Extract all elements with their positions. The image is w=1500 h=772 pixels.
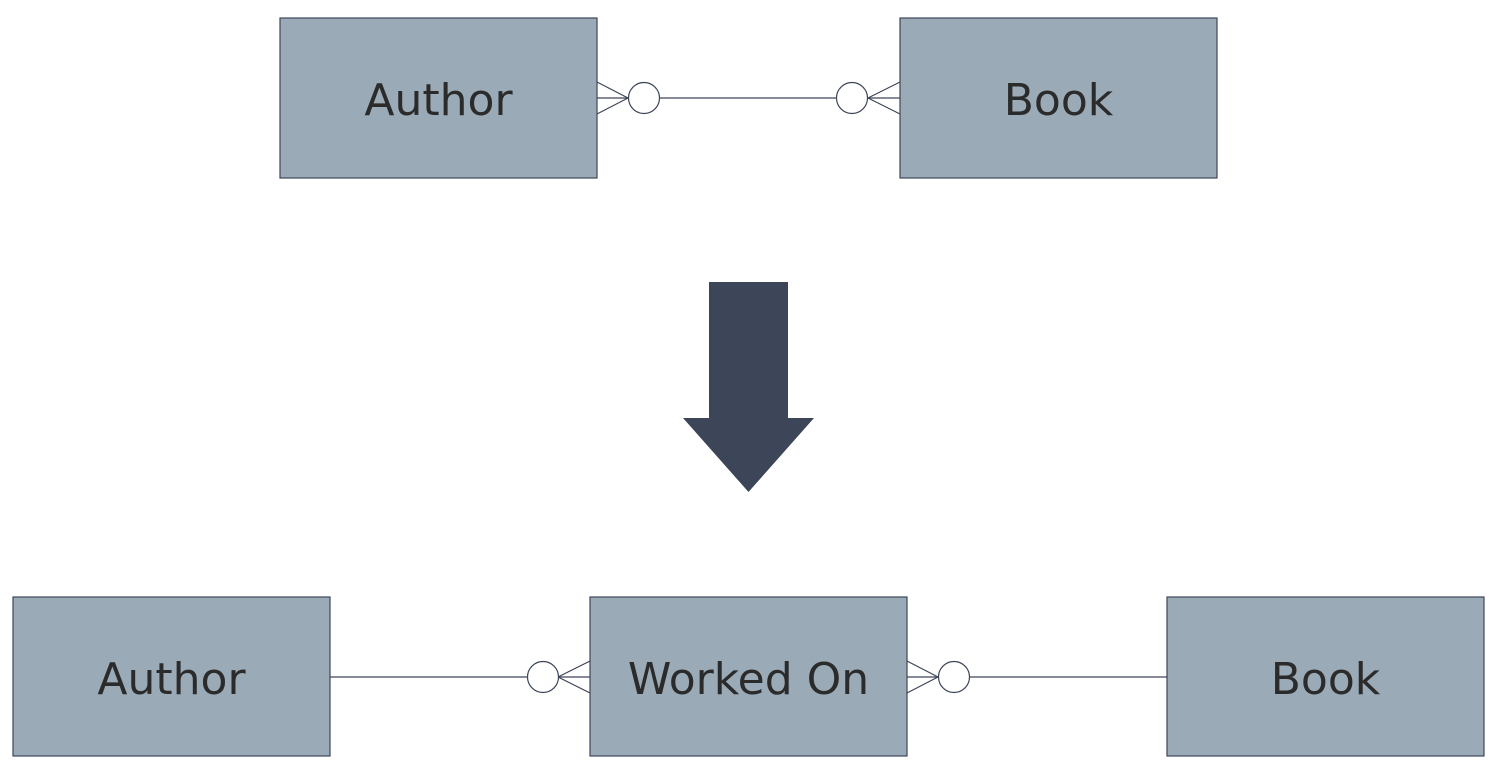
entity-author-top-label: Author — [364, 75, 513, 126]
entity-author-bottom[interactable]: Author — [12, 596, 331, 757]
entity-worked-on[interactable]: Worked On — [589, 596, 908, 757]
zero-optional-worked-on-left-icon — [526, 660, 560, 694]
zero-optional-author-end-icon — [627, 81, 661, 115]
relationship-worked-on-book[interactable] — [906, 660, 1167, 694]
entity-book-bottom-label: Book — [1271, 654, 1381, 705]
relationship-author-worked-on[interactable] — [330, 660, 591, 694]
entity-book-bottom[interactable]: Book — [1166, 596, 1485, 757]
relationship-author-book[interactable] — [596, 81, 901, 115]
entity-author-bottom-label: Author — [97, 654, 246, 705]
entity-book-top[interactable]: Book — [899, 17, 1218, 179]
crows-foot-worked-on-left-icon — [526, 660, 591, 694]
zero-optional-book-end-icon — [835, 81, 869, 115]
down-arrow-icon — [683, 282, 814, 492]
after-diagram: Author Worked On Book — [12, 596, 1485, 757]
before-diagram: Author Book — [279, 17, 1218, 179]
entity-book-top-label: Book — [1004, 75, 1114, 126]
crows-foot-author-end-icon — [596, 81, 661, 115]
entity-worked-on-label: Worked On — [628, 654, 869, 705]
entity-author-top[interactable]: Author — [279, 17, 598, 179]
crows-foot-worked-on-right-icon — [906, 660, 971, 694]
crows-foot-book-end-icon — [835, 81, 901, 115]
zero-optional-worked-on-right-icon — [937, 660, 971, 694]
